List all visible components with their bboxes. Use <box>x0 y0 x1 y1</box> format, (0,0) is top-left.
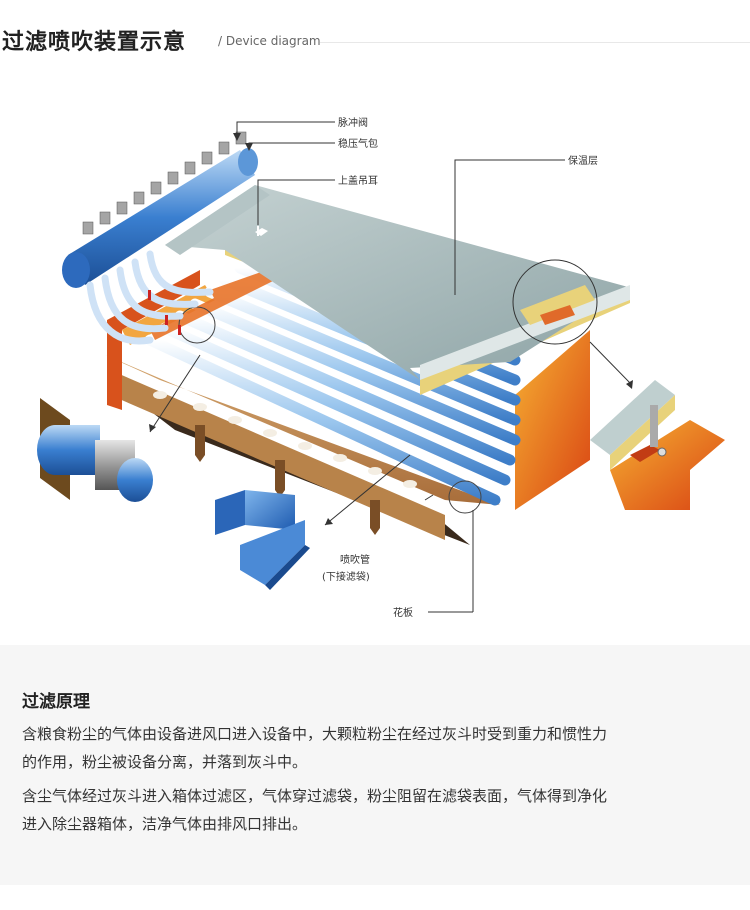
label-blow-pipe-note: (下接滤袋) <box>322 570 370 583</box>
header: 过滤喷吹装置示意 / Device diagram <box>0 0 750 60</box>
tube-end-circle <box>448 480 482 514</box>
label-tube-sheet: 花板 <box>393 606 413 619</box>
lid-lug <box>255 226 268 236</box>
leader-arrows <box>149 133 633 525</box>
detail-circle-content <box>520 285 595 325</box>
lug-pins <box>148 290 181 335</box>
device-diagram: 脉冲阀 稳压气包 上盖吊耳 保温层 喷吹管 (下接滤袋) 花板 <box>0 60 750 645</box>
page-title: 过滤喷吹装置示意 <box>2 30 187 55</box>
pulse-valves <box>82 131 247 235</box>
tank-right-wall <box>515 330 590 510</box>
inlet-fan <box>37 398 153 502</box>
section-detail <box>590 380 725 510</box>
label-pressure-tank: 稳压气包 <box>338 137 378 150</box>
support-legs <box>195 425 380 535</box>
lid-front-edge <box>420 285 630 380</box>
pressure-tank <box>62 148 258 288</box>
tank-front-wall <box>110 370 445 540</box>
floor-holes <box>153 391 417 488</box>
principle-panel: 过滤原理 含粮食粉尘的气体由设备进风口进入设备中，大颗粒粉尘在经过灰斗时受到重力… <box>0 645 750 885</box>
principle-line-3: 含尘气体经过灰斗进入箱体过滤区，气体穿过滤袋，粉尘阻留在滤袋表面，气体得到净化 <box>22 787 608 805</box>
label-blow-pipe: 喷吹管 <box>340 553 370 566</box>
drop-pipes <box>86 250 214 345</box>
outlet-duct <box>215 490 310 590</box>
principle-title: 过滤原理 <box>22 692 90 712</box>
label-pulse-valve: 脉冲阀 <box>338 116 368 129</box>
page-subtitle: / Device diagram <box>218 34 321 48</box>
principle-line-2: 的作用，粉尘被设备分离，并落到灰斗中。 <box>22 753 308 771</box>
title-divider <box>320 42 750 43</box>
label-lid-lug: 上盖吊耳 <box>338 174 378 187</box>
label-insulation: 保温层 <box>568 154 598 167</box>
detail-circle <box>512 259 598 345</box>
leader-lines <box>149 121 633 613</box>
lid-corner <box>165 185 270 255</box>
principle-line-1: 含粮食粉尘的气体由设备进风口进入设备中，大颗粒粉尘在经过灰斗时受到重力和惯性力 <box>22 725 608 743</box>
diagram-svg: 脉冲阀 稳压气包 上盖吊耳 保温层 喷吹管 (下接滤袋) 花板 <box>37 116 725 619</box>
principle-line-4: 进入除尘器箱体，洁净气体由排风口排出。 <box>22 815 308 833</box>
